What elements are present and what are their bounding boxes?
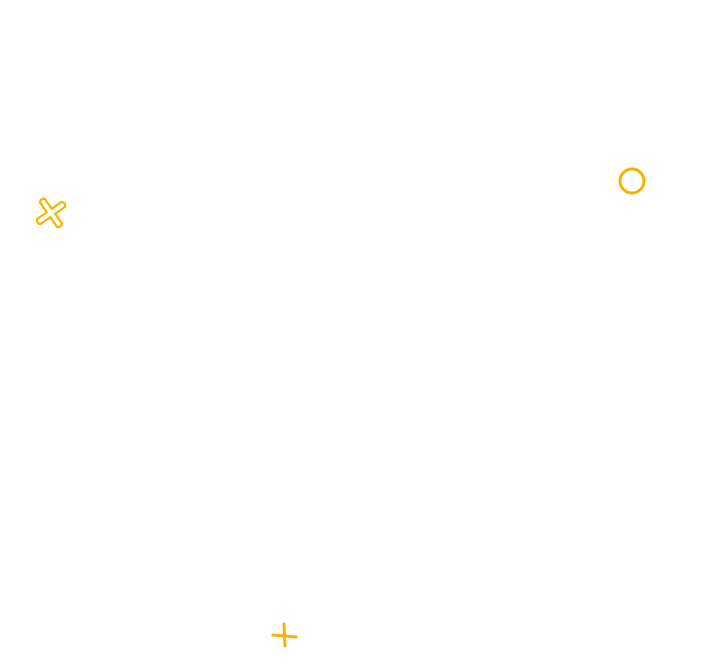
plus-icon [271, 622, 298, 648]
ring-circle [618, 167, 646, 195]
outlined-x-icon [35, 197, 67, 229]
plus-vertical-bar [282, 622, 287, 648]
ring-icon [618, 167, 646, 195]
outlined-x-path [35, 197, 67, 229]
